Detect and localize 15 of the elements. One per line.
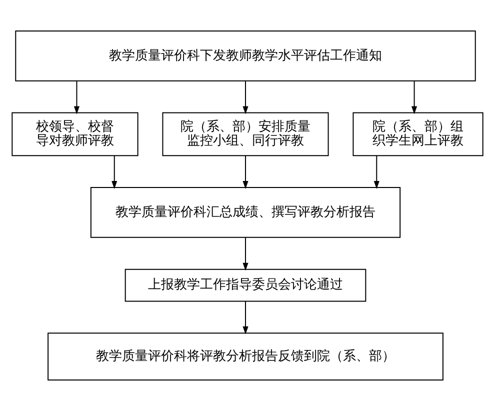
arrow [112, 156, 118, 189]
node-box: 院（系、部）安排质量监控小组、同行评教 [162, 112, 329, 156]
arrow [242, 237, 248, 271]
arrow [411, 80, 418, 114]
arrow [242, 156, 248, 189]
node-box: 教学质量评价科下发教师教学水平评估工作通知 [15, 30, 476, 82]
arrow [374, 156, 380, 189]
arrow [242, 80, 248, 114]
node-box: 教学质量评价科将评教分析报告反馈到院（系、部） [48, 332, 444, 380]
node-box: 上报教学工作指导委员会讨论通过 [124, 268, 366, 302]
node-box: 教学质量评价科汇总成绩、撰写评教分析报告 [90, 187, 401, 238]
arrow [242, 300, 248, 334]
node-box: 院（系、部）组织学生网上评教 [352, 112, 484, 156]
node-box: 校领导、校督导对教师评教 [12, 112, 138, 156]
arrow [74, 80, 80, 114]
